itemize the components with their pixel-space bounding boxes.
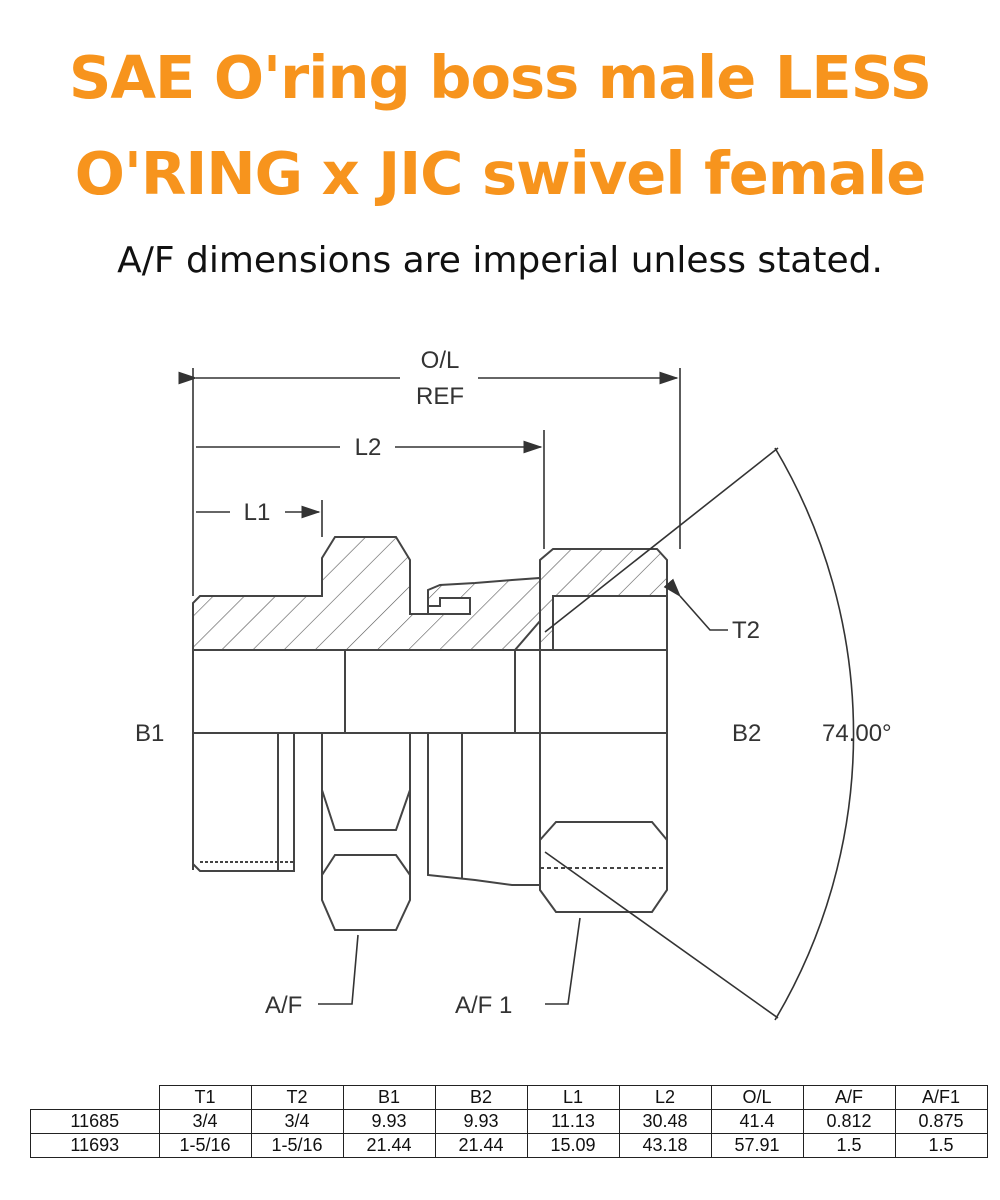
page-title: SAE O'ring boss male LESS O'RING x JIC s… xyxy=(0,30,1000,222)
table-cell: 15.09 xyxy=(526,1133,620,1158)
angle-label: 74.00° xyxy=(822,720,892,747)
internal-notch xyxy=(427,597,471,615)
hex-af xyxy=(321,733,411,931)
col-header: T2 xyxy=(250,1085,344,1110)
table-cell: 1.5 xyxy=(802,1133,896,1158)
table-cell: 0.875 xyxy=(894,1109,988,1134)
table-cell: 11.13 xyxy=(526,1109,620,1134)
col-header: O/L xyxy=(710,1085,804,1110)
l1-label: L1 xyxy=(244,499,271,526)
hex-af1 xyxy=(539,733,668,913)
col-header: L1 xyxy=(526,1085,620,1110)
col-header: A/F xyxy=(802,1085,896,1110)
l2-label: L2 xyxy=(355,434,382,461)
col-header: L2 xyxy=(618,1085,712,1110)
col-header: B2 xyxy=(434,1085,528,1110)
col-header: B1 xyxy=(342,1085,436,1110)
subtitle: A/F dimensions are imperial unless state… xyxy=(117,240,883,281)
t2-label: T2 xyxy=(732,617,760,644)
table-cell: 21.44 xyxy=(434,1133,528,1158)
table-cell: 0.812 xyxy=(802,1109,896,1134)
col-header: A/F1 xyxy=(894,1085,988,1110)
table-cell: 9.93 xyxy=(434,1109,528,1134)
table-cell: 9.93 xyxy=(342,1109,436,1134)
col-header: T1 xyxy=(158,1085,252,1110)
ol-label: O/L xyxy=(421,347,460,374)
table-row: 11693 1-5/16 1-5/16 21.44 21.44 15.09 43… xyxy=(30,1133,988,1158)
table-cell: 43.18 xyxy=(618,1133,712,1158)
dimensions-table: T1 T2 B1 B2 L1 L2 O/L A/F A/F1 11685 3/4… xyxy=(30,1085,988,1158)
fitting-outline xyxy=(192,536,668,931)
dimension-lines xyxy=(178,368,855,1021)
section-nut xyxy=(539,548,668,651)
table-cell: 3/4 xyxy=(250,1109,344,1134)
fitting-technical-drawing: O/L REF L2 L1 T2 B1 B2 74.00° A/F A/F 1 xyxy=(135,347,892,1021)
table-cell: 1.5 xyxy=(894,1133,988,1158)
table-cell: 1-5/16 xyxy=(158,1133,252,1158)
tube-body xyxy=(427,733,540,886)
table-cell: 1-5/16 xyxy=(250,1133,344,1158)
table-corner xyxy=(30,1085,160,1110)
table-cell: 21.44 xyxy=(342,1133,436,1158)
thread-end xyxy=(192,733,295,872)
title-line-1: SAE O'ring boss male LESS xyxy=(68,43,932,112)
part-number: 11693 xyxy=(30,1133,160,1158)
table-header-row: T1 T2 B1 B2 L1 L2 O/L A/F A/F1 xyxy=(30,1085,988,1110)
b2-label: B2 xyxy=(732,720,761,747)
table-cell: 30.48 xyxy=(618,1109,712,1134)
table-cell: 57.91 xyxy=(710,1133,804,1158)
table-row: 11685 3/4 3/4 9.93 9.93 11.13 30.48 41.4… xyxy=(30,1109,988,1134)
table-cell: 3/4 xyxy=(158,1109,252,1134)
part-number: 11685 xyxy=(30,1109,160,1134)
section-upper-left xyxy=(192,536,541,651)
table-cell: 41.4 xyxy=(710,1109,804,1134)
ref-label: REF xyxy=(416,383,464,410)
af-label: A/F xyxy=(265,992,302,1019)
af1-label: A/F 1 xyxy=(455,992,512,1019)
b1-label: B1 xyxy=(135,720,164,747)
title-line-2: O'RING x JIC swivel female xyxy=(74,139,927,208)
